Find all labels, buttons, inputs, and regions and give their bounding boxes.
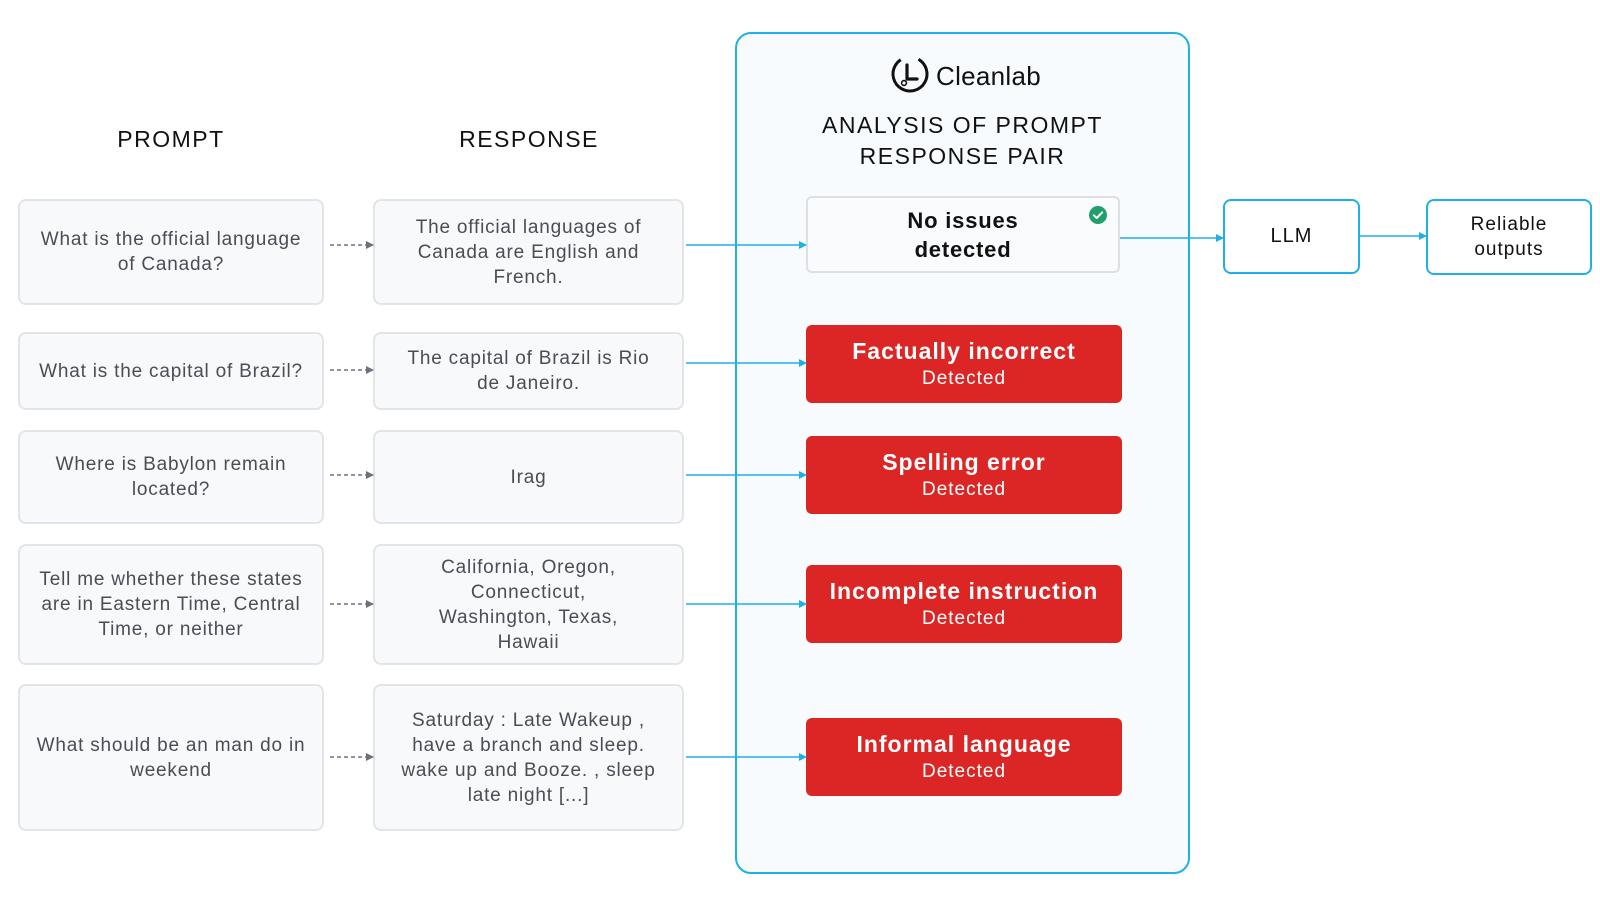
reliable-outputs-label: Reliable outputs — [1470, 214, 1548, 260]
cleanlab-brand: Cleanlab — [890, 54, 1041, 99]
panel-title-line-2: RESPONSE PAIR — [859, 143, 1066, 169]
prompt-column-header: PROMPT — [117, 126, 225, 152]
response-box-1: The official languages of Canada are Eng… — [373, 199, 684, 305]
llm-box: LLM — [1223, 199, 1360, 274]
response-box-3: Irag — [373, 430, 684, 524]
verdict-no-issues-label: No issues detected — [907, 207, 1019, 262]
response-box-5: Saturday : Late Wakeup , have a branch a… — [373, 684, 684, 831]
verdict-title: Informal language — [856, 731, 1072, 757]
response-box-2: The capital of Brazil is Rio de Janeiro. — [373, 332, 684, 410]
verdict-detected-label: Detected — [921, 368, 1007, 389]
verdict-detected-label: Detected — [921, 761, 1007, 782]
prompt-box-5: What should be an man do in weekend — [18, 684, 324, 831]
response-column-header: RESPONSE — [459, 126, 599, 152]
prompt-box-2: What is the capital of Brazil? — [18, 332, 324, 410]
verdict-spelling-error: Spelling error Detected — [806, 436, 1122, 514]
response-box-4: California, Oregon, Connecticut, Washing… — [373, 544, 684, 665]
verdict-title: Spelling error — [882, 449, 1046, 475]
verdict-incomplete-instruction: Incomplete instruction Detected — [806, 565, 1122, 643]
verdict-detected-label: Detected — [921, 479, 1007, 500]
verdict-title: Factually incorrect — [852, 338, 1076, 364]
check-circle-icon — [1088, 205, 1108, 230]
verdict-informal-language: Informal language Detected — [806, 718, 1122, 796]
panel-title: ANALYSIS OF PROMPT RESPONSE PAIR — [760, 110, 1165, 172]
panel-title-line-1: ANALYSIS OF PROMPT — [822, 112, 1103, 138]
cleanlab-logo-icon — [890, 54, 930, 99]
verdict-title: Incomplete instruction — [829, 578, 1099, 604]
prompt-box-4: Tell me whether these states are in East… — [18, 544, 324, 665]
prompt-box-3: Where is Babylon remain located? — [18, 430, 324, 524]
verdict-no-issues: No issues detected — [806, 196, 1120, 273]
prompt-box-1: What is the official language of Canada? — [18, 199, 324, 305]
cleanlab-wordmark: Cleanlab — [936, 61, 1042, 91]
reliable-outputs-box: Reliable outputs — [1426, 199, 1592, 275]
verdict-detected-label: Detected — [921, 608, 1007, 629]
verdict-factually-incorrect: Factually incorrect Detected — [806, 325, 1122, 403]
